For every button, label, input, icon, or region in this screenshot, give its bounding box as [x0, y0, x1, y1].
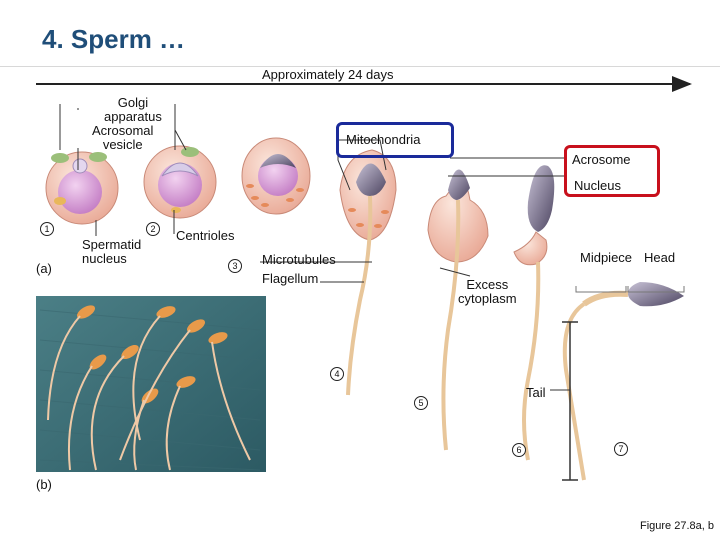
stage-number-4: 4 [330, 367, 344, 381]
stage-number-5: 5 [414, 396, 428, 410]
nucleus-label: Nucleus [574, 178, 621, 193]
stage-4-cell [339, 149, 397, 396]
excess-cytoplasm-label: Excess cytoplasm [458, 277, 517, 306]
part-a-label: (a) [36, 261, 52, 276]
title-divider [0, 66, 720, 67]
stage-6-cell [513, 165, 555, 461]
slide-title: 4. Sperm … [42, 24, 186, 54]
stage-1-cell [45, 151, 119, 225]
head-label: Head [644, 250, 676, 265]
stage-5-cell [427, 169, 489, 451]
stage-7-sperm [562, 282, 685, 481]
midpiece-label: Midpiece [580, 250, 633, 265]
centrioles-label: Centrioles [176, 228, 235, 243]
golgi-label: Golgi apparatus [104, 95, 162, 124]
flagellum-label: Flagellum [262, 271, 319, 286]
acrosome-label: Acrosome [572, 152, 631, 167]
part-b-label: (b) [36, 477, 52, 492]
stage-number-2: 2 [146, 222, 160, 236]
micrograph [36, 296, 266, 472]
mitochondria-highlight [336, 122, 454, 158]
stage-3-cell [241, 137, 311, 215]
tail-bracket [562, 321, 578, 481]
microtubules-label: Microtubules [262, 252, 336, 267]
mitochondria-label: Mitochondria [346, 132, 421, 147]
stage-number-6: 6 [512, 443, 526, 457]
acrosome-nucleus-highlight [564, 145, 660, 197]
stage-number-1: 1 [40, 222, 54, 236]
timeline-label: Approximately 24 days [262, 67, 394, 82]
stage-2-cell [143, 145, 217, 219]
stage-number-3: 3 [228, 259, 242, 273]
figure-caption: Figure 27.8a, b [640, 520, 714, 532]
acrosomal-label: Acrosomal vesicle [92, 123, 154, 152]
tail-label: Tail [526, 385, 546, 400]
stage-number-7: 7 [614, 442, 628, 456]
spermatid-nucleus-label: Spermatid nucleus [82, 237, 142, 266]
